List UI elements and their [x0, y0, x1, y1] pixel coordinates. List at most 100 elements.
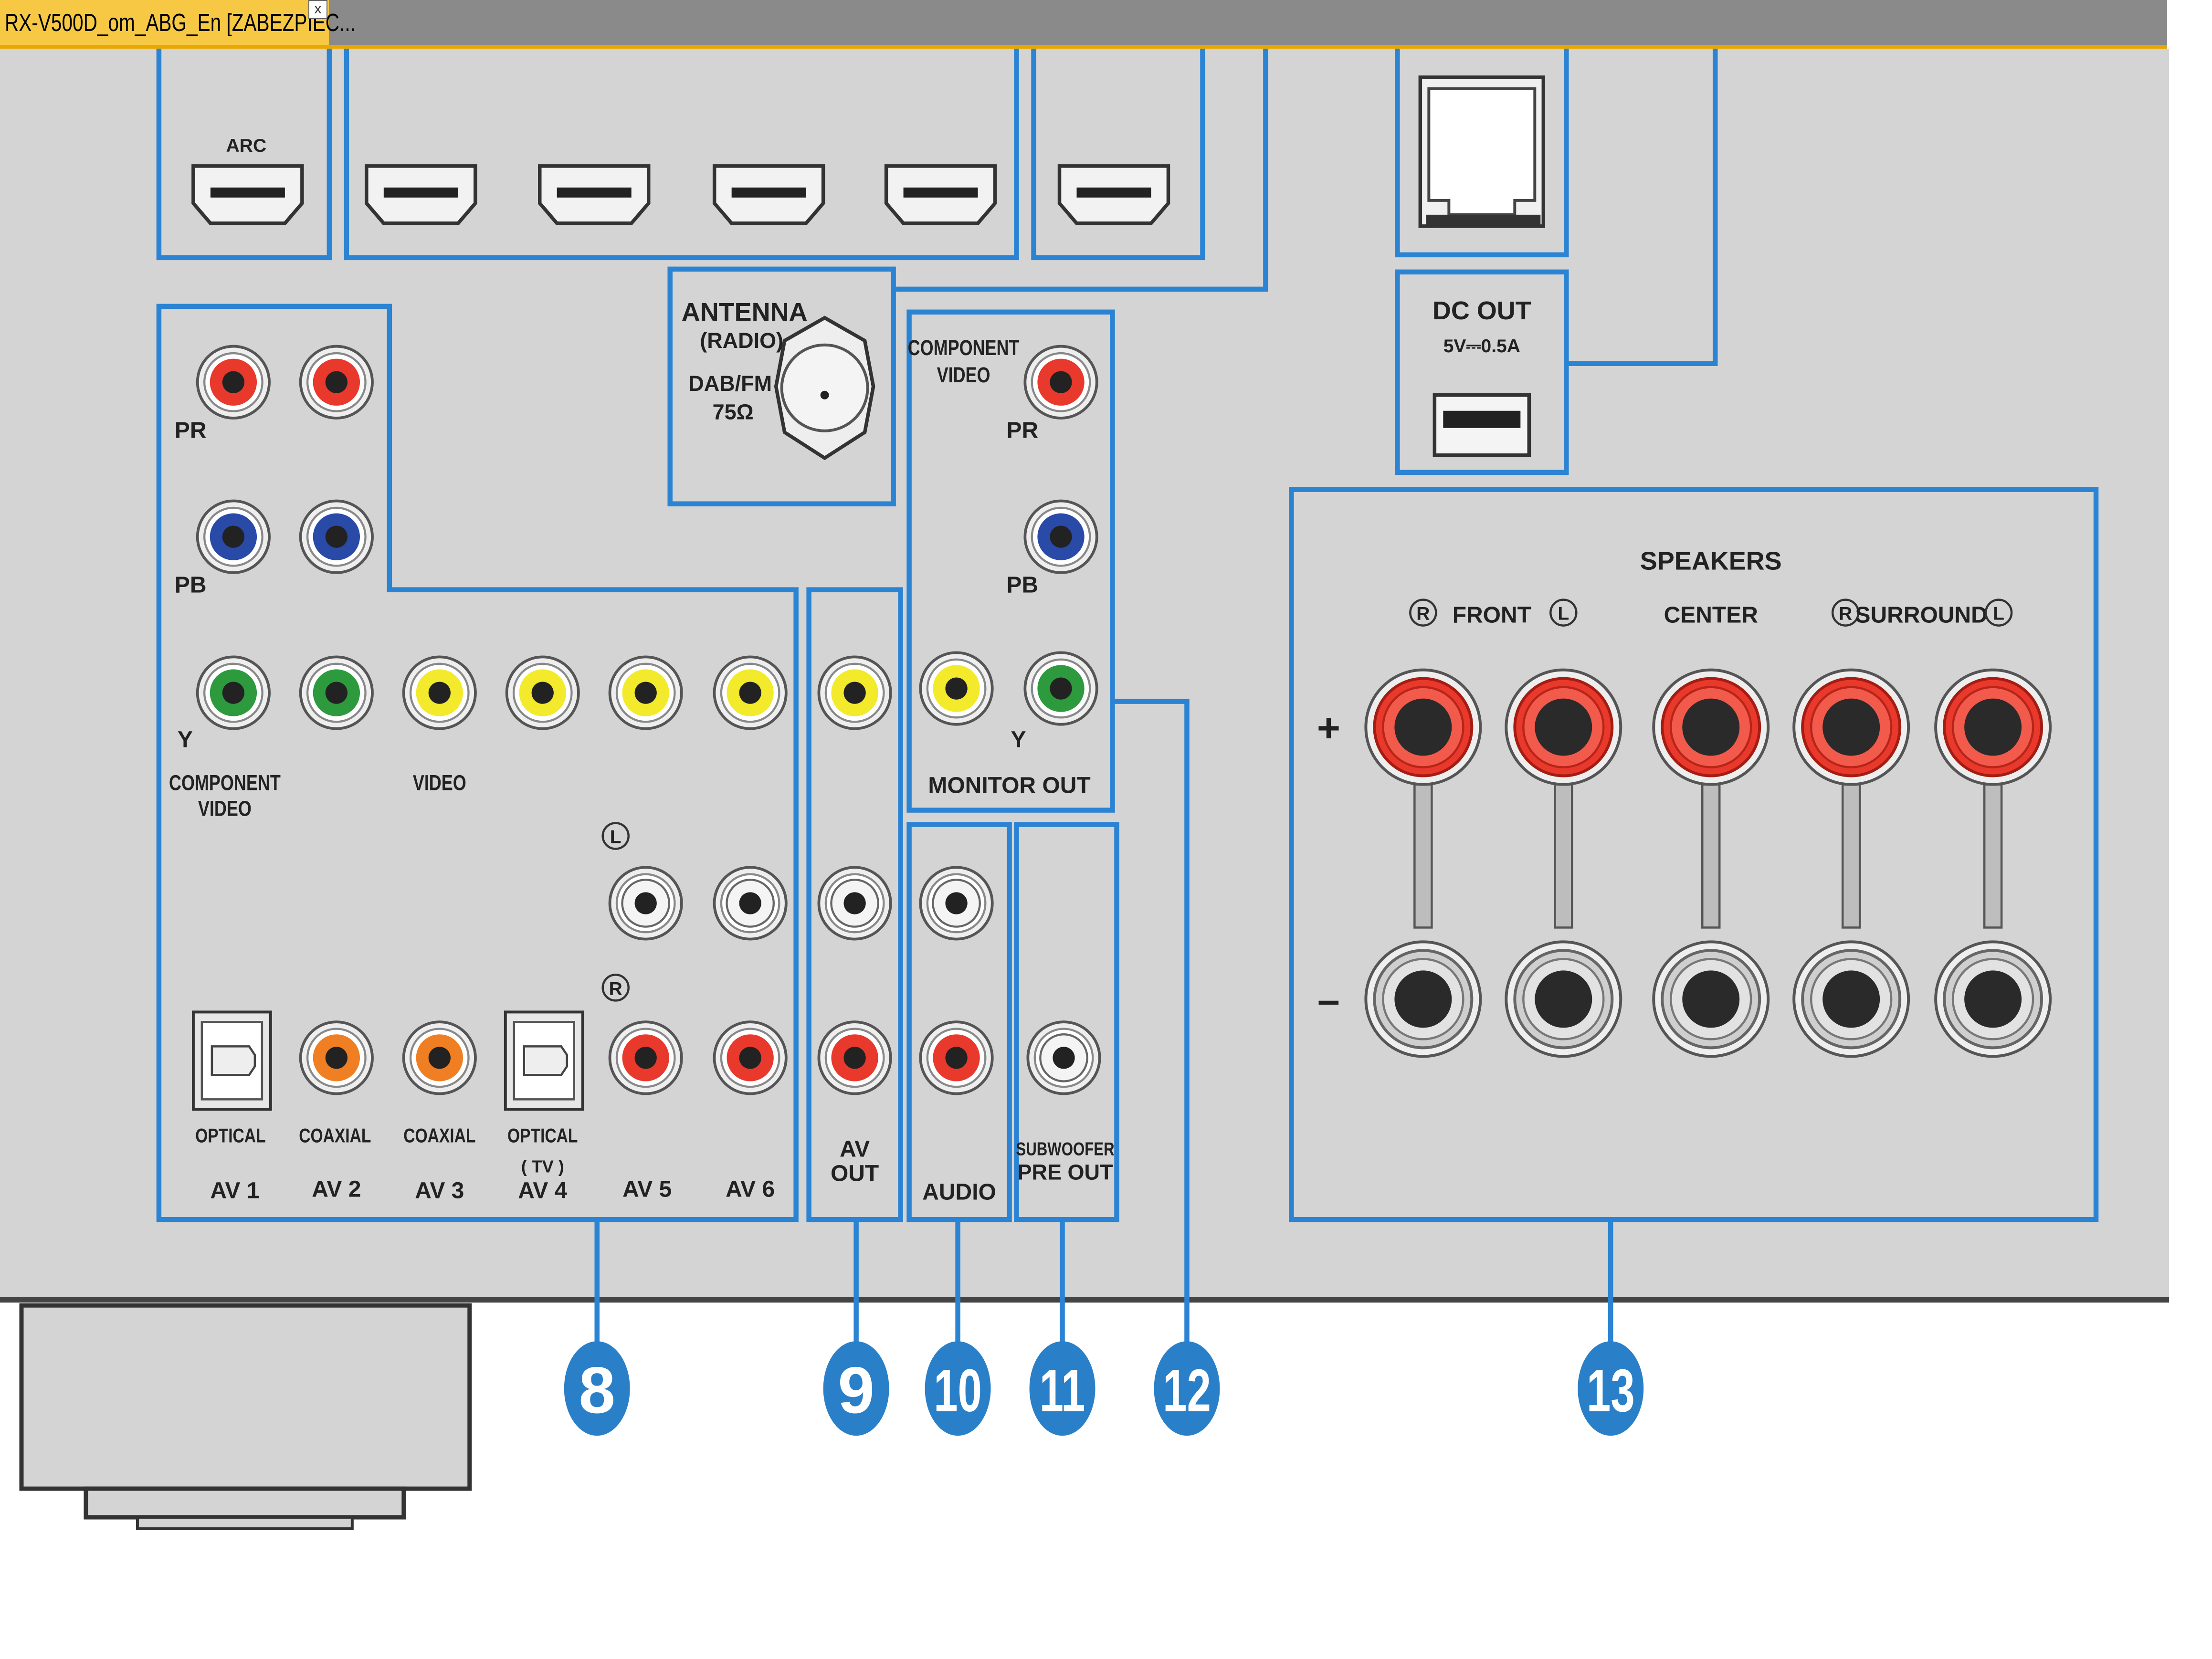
monitor-out-comp-label-2: VIDEO: [937, 363, 990, 387]
av5-name: AV 5: [622, 1176, 672, 1202]
front-r-label: R: [1416, 604, 1430, 624]
callout-12-number: 12: [1163, 1358, 1211, 1425]
document-tab-bar: RX-V500D_om_ABG_En [ZABEZPIEC... x: [0, 0, 2167, 49]
av1-name: AV 1: [210, 1178, 259, 1203]
callout-11-number: 11: [1040, 1358, 1085, 1425]
dc-out-box: [1395, 269, 1569, 475]
callout-13-number: 13: [1587, 1358, 1635, 1425]
surround-l-minus-terminal: [1936, 942, 2050, 1056]
video-label: VIDEO: [413, 771, 466, 795]
hdmi-in-port-5: [1060, 166, 1169, 223]
callout-8: 8: [564, 1341, 630, 1436]
hdmi-boxes: [156, 48, 1569, 261]
leader-line-top: [893, 48, 1268, 292]
component-in-pr-jack-1: [198, 346, 269, 418]
av5-audio-r-jack: [610, 1022, 682, 1093]
av2-type: COAXIAL: [299, 1125, 371, 1147]
center-plus-terminal: [1654, 670, 1768, 785]
av-out-video-jack: [819, 657, 890, 728]
audio-out-l-jack: [920, 867, 992, 939]
callout-12: 12: [1154, 1341, 1220, 1436]
hdmi-in-port-2: [540, 166, 649, 223]
av6-name: AV 6: [726, 1176, 775, 1202]
monitor-out-pb-label: PB: [1007, 573, 1039, 598]
monitor-out-title: MONITOR OUT: [928, 773, 1090, 798]
hdmi-out-arc-port: [193, 166, 302, 223]
av5-audio-l-jack: [610, 867, 682, 939]
surround-l-label: L: [1993, 604, 2004, 624]
antenna-connector: [774, 315, 875, 461]
receiver-foot-pad: [136, 1516, 354, 1531]
subwoofer-label-2: PRE OUT: [1018, 1160, 1113, 1184]
front-l-minus-terminal: [1506, 942, 1621, 1056]
av3-type: COAXIAL: [403, 1125, 475, 1147]
front-l-plus-terminal: [1506, 670, 1621, 785]
callout-leader-lines: [594, 1219, 1613, 1343]
callout-9-number: 9: [838, 1354, 874, 1427]
av-out-audio-l-jack: [819, 867, 890, 939]
leader-line-dc: [1566, 48, 1718, 367]
monitor-out-comp-label-1: COMPONENT: [908, 336, 1020, 360]
close-icon[interactable]: x: [308, 0, 327, 19]
surround-r-label: R: [1839, 604, 1852, 624]
component-in-pr-label: PR: [175, 418, 207, 443]
av4-type: OPTICAL: [507, 1125, 578, 1147]
speakers-title: SPEAKERS: [1640, 547, 1782, 576]
av2-coaxial-jack: [301, 1022, 372, 1093]
av-out-label-2: OUT: [831, 1161, 879, 1186]
receiver-foot-base: [84, 1486, 406, 1520]
speaker-channel-labels: R FRONT L CENTER R SURROUND L: [1409, 598, 2013, 628]
audio-r-marker: R: [601, 974, 630, 1002]
component-in-pr-jack-2: [301, 346, 372, 418]
front-l-label: L: [1558, 604, 1569, 624]
front-label: FRONT: [1453, 603, 1531, 628]
antenna-title: ANTENNA: [682, 298, 808, 326]
document-tab[interactable]: RX-V500D_om_ABG_En [ZABEZPIEC... x: [0, 0, 356, 45]
plus-label: +: [1317, 705, 1340, 750]
minus-label: –: [1317, 977, 1340, 1022]
center-label: CENTER: [1664, 603, 1758, 628]
speakers-box: [1289, 487, 2099, 1222]
monitor-out-pr-jack: [1025, 346, 1096, 418]
av-out-label-1: AV: [840, 1136, 870, 1162]
audio-l-marker: L: [601, 822, 630, 850]
subwoofer-box: [1014, 822, 1119, 1222]
av6-audio-l-jack: [714, 867, 786, 939]
monitor-out-pb-jack: [1025, 501, 1096, 572]
callout-10-number: 10: [934, 1358, 982, 1425]
component-in-pb-jack-1: [198, 501, 269, 572]
hdmi-in-port-3: [715, 166, 823, 223]
leader-line-12: [1112, 699, 1190, 1343]
front-r-plus-terminal: [1366, 670, 1480, 785]
subwoofer-label-1: SUBWOOFER: [1016, 1139, 1114, 1159]
av-input-labels: OPTICAL COAXIAL COAXIAL OPTICAL ( TV ) A…: [195, 1125, 775, 1203]
callout-9: 9: [823, 1341, 889, 1436]
callout-8-number: 8: [579, 1354, 615, 1427]
video-in-jack-1: [404, 657, 475, 728]
callout-13: 13: [1578, 1341, 1644, 1436]
surround-label: SURROUND: [1855, 603, 1988, 628]
av4-name: AV 4: [518, 1178, 567, 1203]
monitor-out-video-jack: [920, 652, 992, 724]
component-in-y-jack-1: [198, 657, 269, 728]
audio-out-r-jack: [920, 1022, 992, 1093]
av1-type: OPTICAL: [195, 1125, 265, 1147]
dc-out-title: DC OUT: [1433, 296, 1531, 325]
hdmi-in-port-4: [886, 166, 995, 223]
monitor-out-y-label: Y: [1011, 727, 1026, 753]
av-out-audio-r-jack: [819, 1022, 890, 1093]
av-input-box: [156, 304, 799, 1222]
arc-label: ARC: [226, 136, 266, 156]
front-r-minus-terminal: [1366, 942, 1480, 1056]
audio-r-label: R: [609, 978, 622, 999]
video-in-jack-4: [714, 657, 786, 728]
receiver-foot: [19, 1303, 472, 1491]
callout-10: 10: [925, 1341, 991, 1436]
av6-audio-r-jack: [714, 1022, 786, 1093]
av3-name: AV 3: [415, 1178, 464, 1203]
surround-r-minus-terminal: [1794, 942, 1908, 1056]
monitor-out-pr-label: PR: [1007, 418, 1039, 443]
audio-l-label: L: [610, 827, 621, 847]
speaker-links: [1413, 783, 2003, 929]
component-in-y-label: Y: [178, 727, 193, 753]
